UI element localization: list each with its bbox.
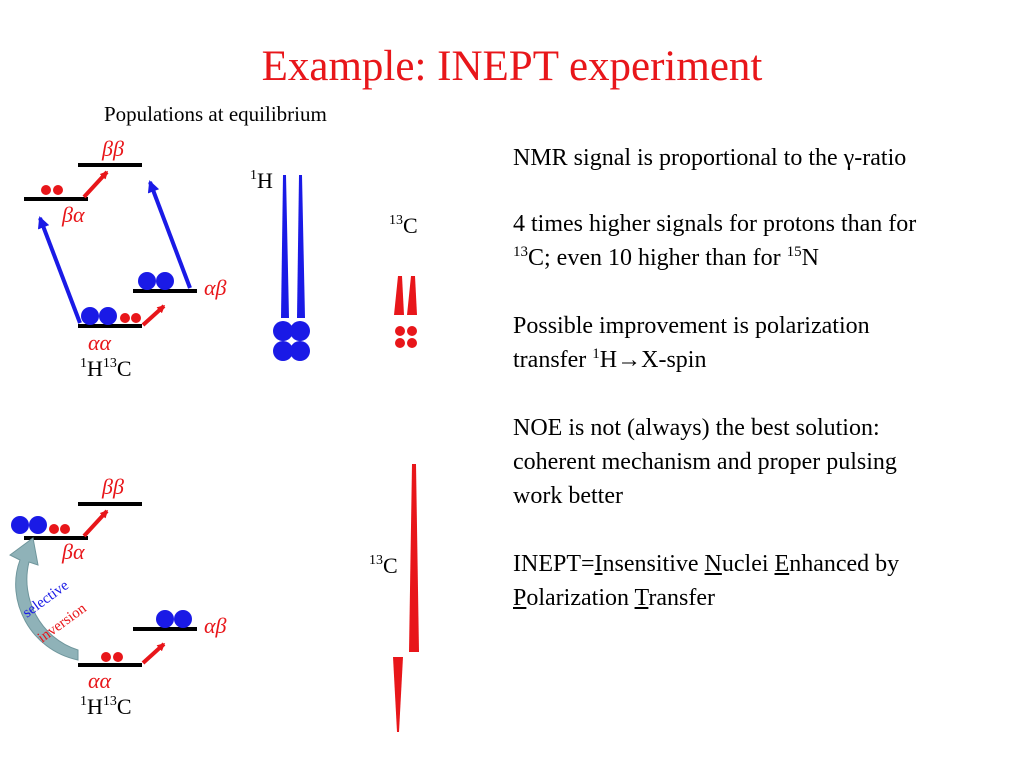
level-label-bb: ββ [101, 474, 124, 499]
paragraph-sensitivity: 4 times higher signals for protons than … [513, 211, 917, 271]
nucleus-pair-label: 1H13C [80, 356, 132, 381]
selective-inversion-arrow [9, 537, 79, 661]
population-dots [11, 516, 192, 662]
level-label-aa: αα [88, 330, 112, 355]
proton-signal-label: 1H [250, 168, 273, 193]
proton-transition-arrow [147, 180, 192, 289]
slide-title: Example: INEPT experiment [261, 43, 763, 90]
carbon-negative-peak [393, 657, 403, 732]
level-label-ba: βα [61, 202, 85, 227]
level-label-aa: αα [88, 668, 112, 693]
equilibrium-level-diagram: ββ βα αβ αα 1H13C [24, 136, 227, 381]
carbon-signal-peak [407, 276, 417, 315]
carbon-signal-peak [394, 276, 404, 315]
carbon-signal-label: 13C [389, 213, 418, 238]
population-dots [41, 185, 174, 325]
proton-signal-peak [281, 175, 289, 318]
nucleus-pair-label: 1H13C [80, 694, 132, 719]
paragraph-noe: NOE is not (always) the best solution:co… [513, 415, 897, 509]
carbon-transition-arrow [82, 509, 109, 538]
carbon-signal-label: 13C [369, 553, 398, 578]
carbon-population-dots [395, 326, 417, 348]
inverted-level-diagram: selective inversion ββ βα αβ αα 1H13C [9, 474, 227, 719]
carbon-transition-arrow [141, 642, 166, 665]
level-label-ab: αβ [204, 613, 227, 638]
level-label-ab: αβ [204, 275, 227, 300]
proton-transition-arrow [37, 216, 82, 324]
populations-caption: Populations at equilibrium [104, 102, 327, 126]
paragraph-signal-gamma: NMR signal is proportional to the γ-rati… [513, 145, 907, 171]
level-label-bb: ββ [101, 136, 124, 161]
carbon-transition-arrow [141, 304, 166, 327]
carbon-transition-arrow [82, 170, 109, 199]
proton-population-dots [273, 321, 310, 361]
level-label-ba: βα [61, 539, 85, 564]
equilibrium-spectrum: 1H 13C [250, 168, 418, 361]
proton-signal-peak [297, 175, 305, 318]
carbon-positive-peak [409, 464, 419, 652]
enhanced-carbon-spectrum: 13C [369, 464, 419, 732]
